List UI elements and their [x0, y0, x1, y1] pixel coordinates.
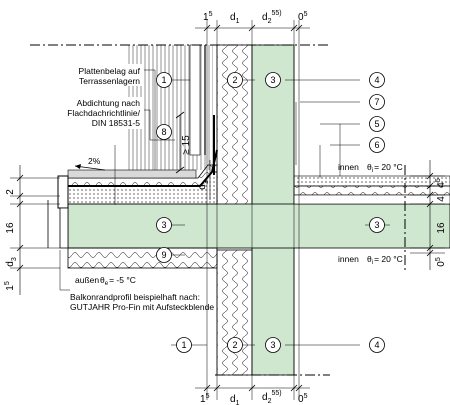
- annotation-balkonrand: Balkonrandprofil beispielhaft nach: GUTJ…: [70, 292, 214, 312]
- bottom-dim-05: 05: [298, 393, 308, 405]
- balcony-edge-blende: [59, 207, 69, 249]
- wall-insulation-lower: [216, 249, 253, 376]
- svg-text:4: 4: [374, 340, 379, 350]
- marker-5: 5: [369, 116, 385, 132]
- left-dim-2: 2: [5, 189, 16, 195]
- svg-text:θe= -5 °C: θe= -5 °C: [100, 275, 136, 287]
- svg-text:3: 3: [270, 75, 275, 85]
- annotation-abdichtung: Abdichtung nach Flachdachrichtlinie/ DIN…: [55, 97, 144, 129]
- svg-text:7: 7: [374, 97, 379, 107]
- svg-text:θi= 20 °C: θi= 20 °C: [367, 254, 403, 266]
- left-dim-15: 15: [4, 281, 16, 291]
- svg-text:Flachdachrichtlinie/: Flachdachrichtlinie/: [67, 108, 140, 118]
- paving-slabs: [67, 169, 197, 179]
- right-dim-4: 4: [436, 196, 447, 202]
- marker-2-top: 2: [227, 72, 243, 88]
- svg-text:innen: innen: [338, 254, 359, 264]
- top-dim-05: 05: [298, 11, 308, 23]
- svg-text:Plattenbelag auf: Plattenbelag auf: [79, 66, 141, 76]
- top-dim-d2: d255): [262, 10, 282, 25]
- annotation-innen-top: innen θi= 20 °C: [338, 162, 403, 174]
- bottom-dim-1: 15: [200, 393, 210, 405]
- right-dim-16: 16: [436, 222, 447, 234]
- svg-text:4: 4: [374, 75, 379, 85]
- marker-1-bottom: 1: [176, 337, 192, 353]
- svg-text:außen: außen: [75, 275, 99, 285]
- svg-text:1: 1: [181, 340, 186, 350]
- svg-text:DIN 18531-5: DIN 18531-5: [92, 118, 140, 128]
- marker-3-top: 3: [265, 72, 281, 88]
- annotation-aussen: außen θe= -5 °C: [75, 275, 136, 287]
- balcony-edge-profile: [57, 175, 69, 209]
- svg-text:3: 3: [161, 220, 166, 230]
- svg-text:Abdichtung nach: Abdichtung nach: [77, 98, 141, 108]
- svg-text:6: 6: [374, 140, 379, 150]
- svg-text:Balkonrandprofil beispielhaft: Balkonrandprofil beispielhaft nach:: [70, 292, 200, 302]
- marker-4-bottom: 4: [369, 337, 385, 353]
- leader-lines: [59, 69, 390, 346]
- svg-text:8: 8: [161, 127, 166, 137]
- marker-3-left: 3: [156, 217, 172, 233]
- svg-text:3: 3: [374, 220, 379, 230]
- upstand-dim-label: ≥ 15: [181, 135, 192, 155]
- marker-6: 6: [369, 137, 385, 153]
- svg-text:9: 9: [161, 250, 166, 260]
- annotation-innen-bottom: innen θi= 20 °C: [338, 254, 403, 266]
- annotation-plattenbelag: Plattenbelag auf Terrassenlagern: [60, 64, 144, 86]
- svg-text:innen: innen: [338, 162, 359, 172]
- right-dim-05: 05: [435, 257, 447, 267]
- floor-insulation: [293, 185, 450, 196]
- slope-label: 2%: [88, 156, 101, 166]
- floor-layer: [293, 194, 450, 205]
- svg-text:2: 2: [232, 340, 237, 350]
- marker-8: 8: [156, 124, 172, 140]
- left-dim-16: 16: [5, 222, 16, 234]
- floor-screed: [293, 175, 450, 187]
- svg-text:3: 3: [270, 340, 275, 350]
- d3-dim-label: d3: [197, 180, 210, 190]
- right-dim-45: 45: [435, 178, 447, 188]
- marker-2-bottom: 2: [227, 337, 243, 353]
- marker-9: 9: [156, 247, 172, 263]
- svg-text:1: 1: [161, 75, 166, 85]
- marker-1-top: 1: [156, 72, 172, 88]
- wall-insulation-upper: [216, 44, 253, 208]
- svg-text:θi= 20 °C: θi= 20 °C: [367, 162, 403, 174]
- slope-arrowhead: [75, 164, 81, 169]
- svg-text:Terrassenlagern: Terrassenlagern: [79, 76, 140, 86]
- svg-text:GUTJAHR Pro-Fin mit Aufsteckbl: GUTJAHR Pro-Fin mit Aufsteckblende: [70, 302, 214, 312]
- marker-7: 7: [369, 94, 385, 110]
- marker-4-top: 4: [369, 72, 385, 88]
- slab-concrete: [67, 203, 450, 249]
- bottom-dim-d1: d1: [230, 394, 240, 405]
- marker-3-bottom: 3: [265, 337, 281, 353]
- svg-text:2: 2: [232, 75, 237, 85]
- marker-3-right: 3: [369, 217, 385, 233]
- bottom-dim-d2: d255): [262, 390, 282, 405]
- top-dim-1: 15: [203, 11, 213, 23]
- svg-text:5: 5: [374, 119, 379, 129]
- top-dim-d1: d1: [230, 12, 240, 25]
- slab-underside-insulation: [67, 247, 218, 269]
- left-dim-d3: d3: [5, 257, 18, 267]
